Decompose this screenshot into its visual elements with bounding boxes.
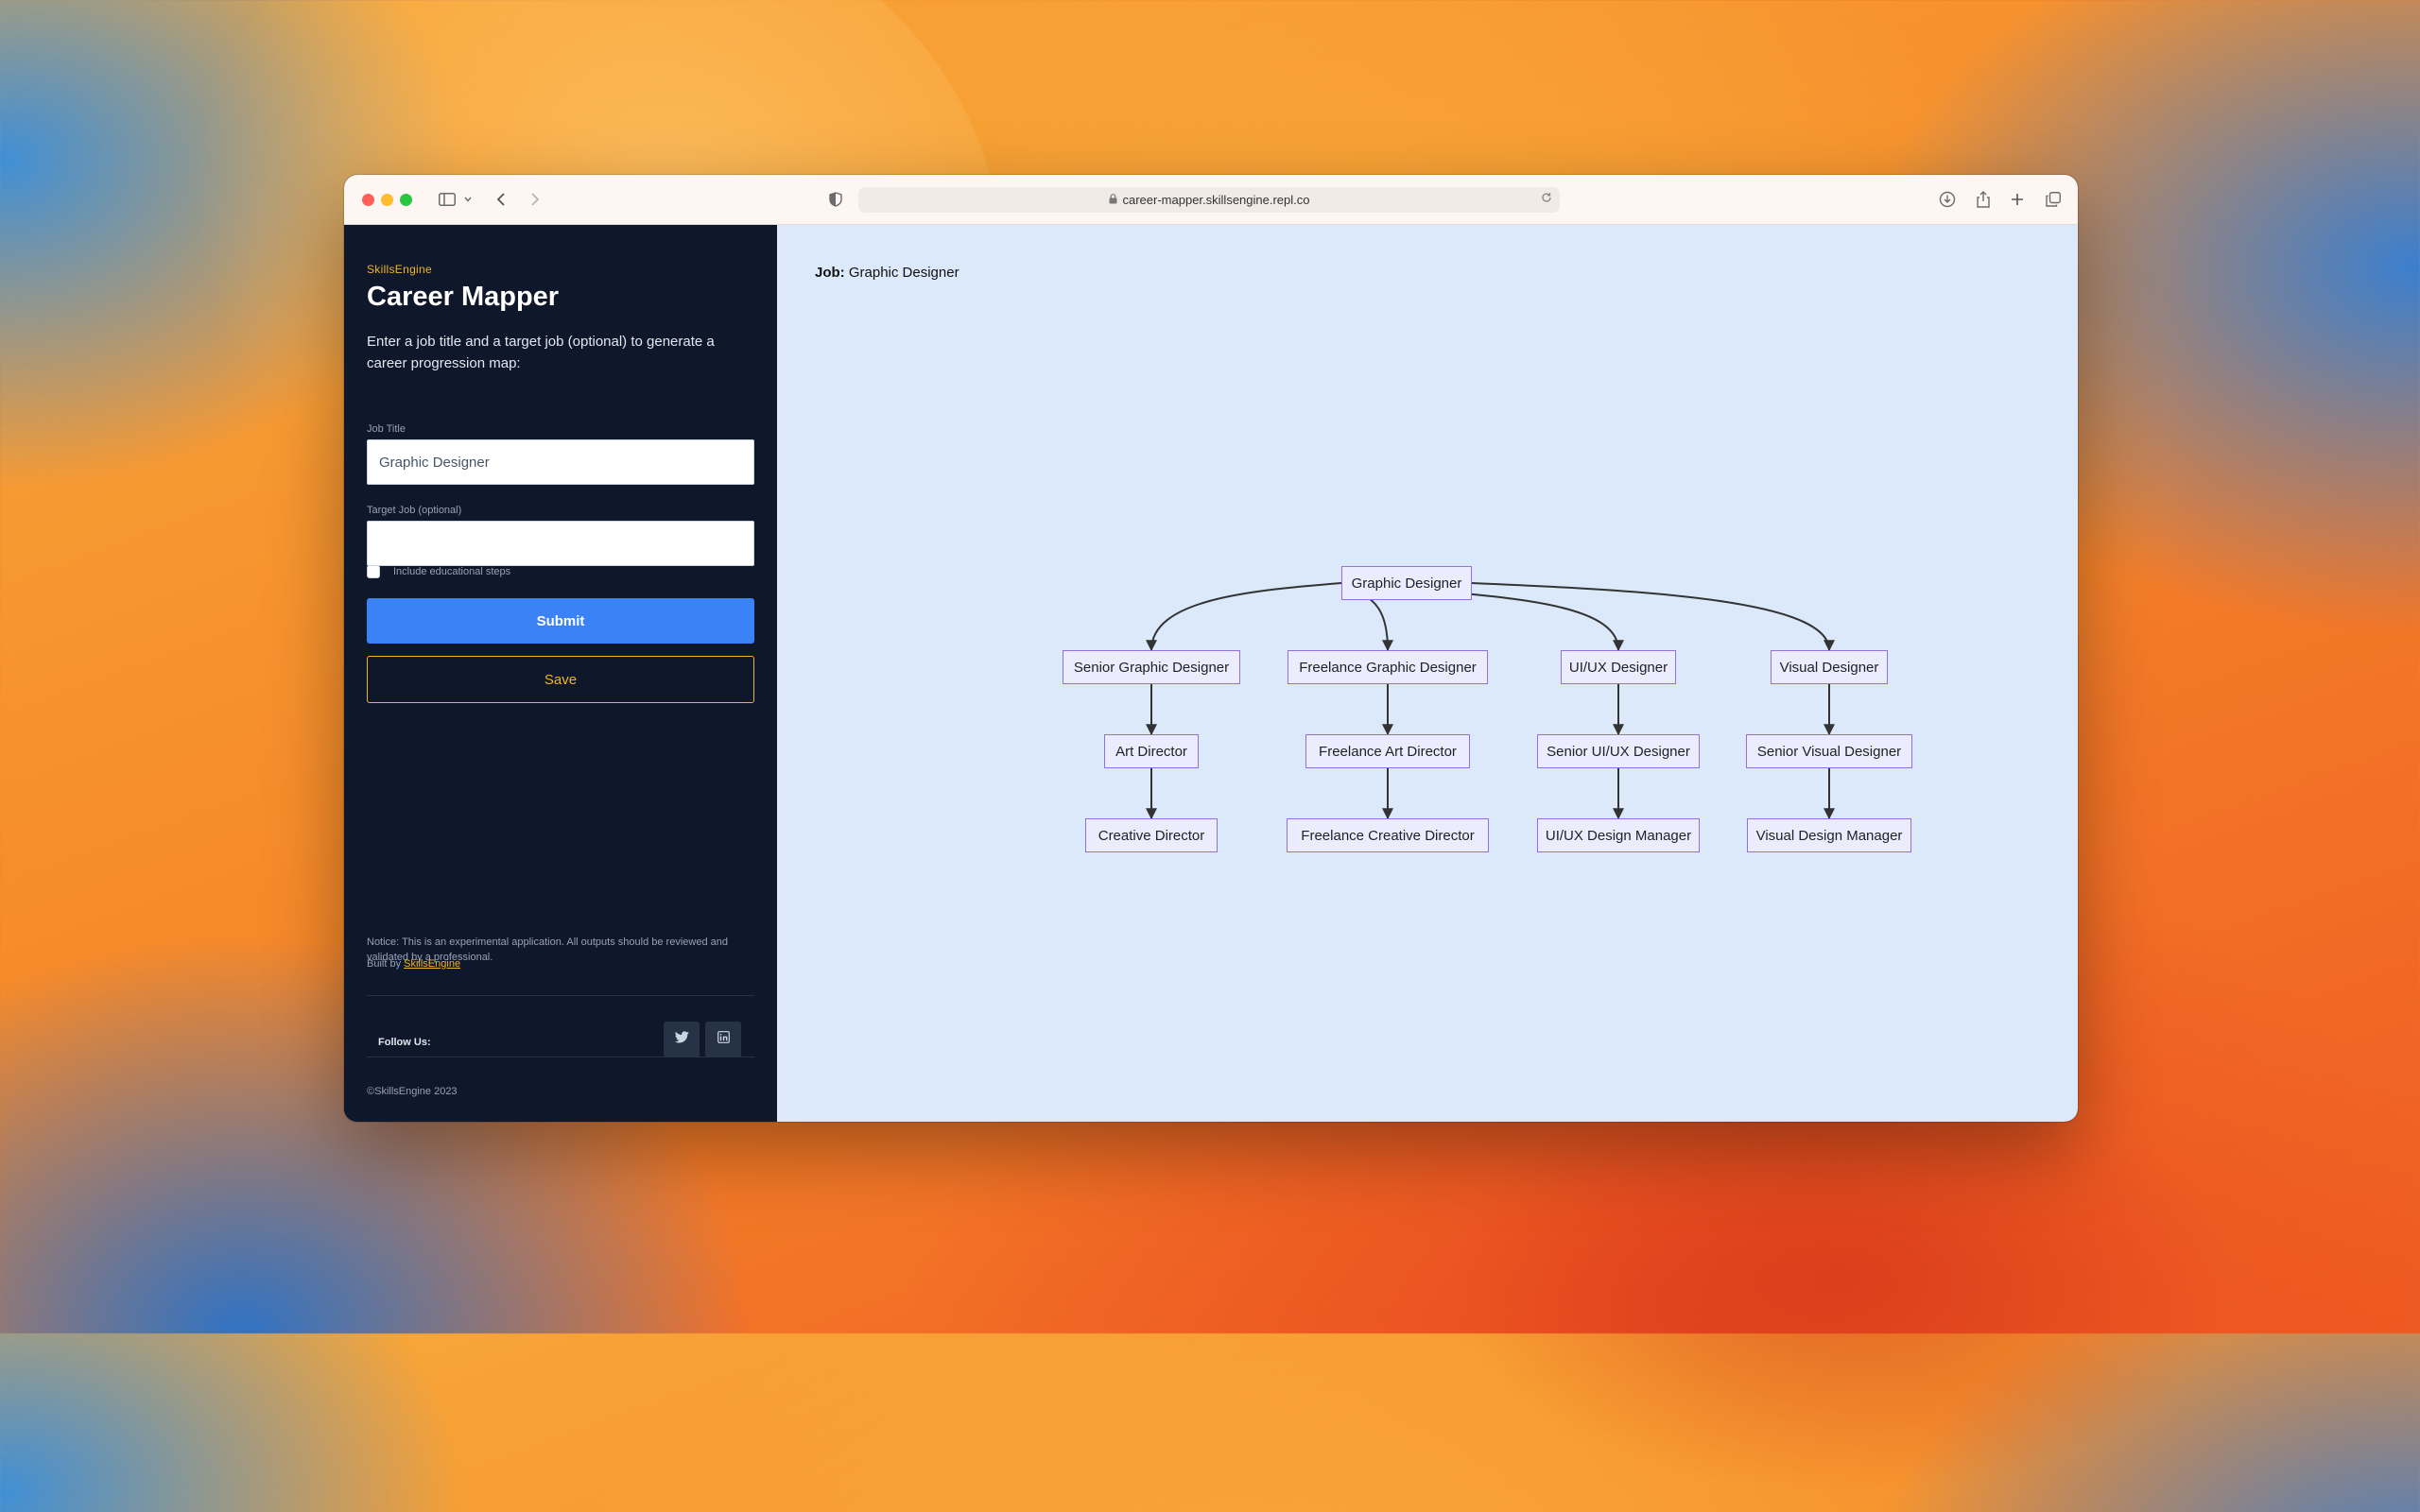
submit-button[interactable]: Submit [367, 598, 754, 644]
downloads-icon[interactable] [1936, 186, 1959, 213]
built-by: Built by SkillsEngine [367, 958, 460, 970]
career-node: Freelance Creative Director [1287, 818, 1489, 852]
job-title-label: Job Title [367, 423, 406, 435]
sidebar-toggle-icon[interactable] [435, 186, 459, 213]
current-job-heading: Job: Graphic Designer [815, 265, 959, 281]
career-node: Art Director [1104, 734, 1199, 768]
linkedin-icon [717, 1031, 730, 1048]
skillsengine-link[interactable]: SkillsEngine [404, 958, 461, 970]
app-title: Career Mapper [367, 282, 560, 312]
career-map-edge [1146, 582, 1342, 652]
follow-us-label: Follow Us: [378, 1037, 431, 1048]
minimize-window-button[interactable] [381, 194, 393, 206]
share-icon[interactable] [1972, 186, 1995, 213]
career-node: Creative Director [1085, 818, 1218, 852]
back-icon[interactable] [492, 186, 510, 213]
chevron-down-icon[interactable] [461, 186, 475, 213]
brand-name: SkillsEngine [367, 263, 432, 276]
target-job-label: Target Job (optional) [367, 505, 462, 516]
reload-icon[interactable] [1541, 192, 1552, 206]
career-map-edges [1146, 582, 1835, 820]
tab-overview-icon[interactable] [2042, 186, 2065, 213]
career-map-edge [1358, 592, 1393, 652]
job-value: Graphic Designer [848, 265, 959, 281]
app-description: Enter a job title and a target job (opti… [367, 334, 715, 371]
job-label: Job: [815, 265, 845, 281]
sidebar: SkillsEngine Career Mapper Enter a job t… [344, 225, 777, 1122]
career-node: Freelance Graphic Designer [1288, 650, 1488, 684]
career-node: Freelance Art Director [1305, 734, 1470, 768]
linkedin-button[interactable] [705, 1022, 741, 1057]
notice-text: Notice: This is an experimental applicat… [367, 936, 728, 963]
forward-icon[interactable] [526, 186, 544, 213]
divider [367, 995, 754, 996]
lock-icon [1109, 193, 1117, 207]
browser-toolbar: career-mapper.skillsengine.repl.co [344, 175, 2078, 225]
target-job-input[interactable] [367, 521, 754, 566]
new-tab-icon[interactable] [2006, 186, 2029, 213]
include-educational-steps-label: Include educational steps [393, 566, 511, 577]
twitter-icon [674, 1031, 689, 1048]
career-node: UI/UX Designer [1561, 650, 1676, 684]
career-map-edge [1453, 592, 1624, 652]
address-bar[interactable]: career-mapper.skillsengine.repl.co [858, 187, 1560, 213]
career-node: UI/UX Design Manager [1537, 818, 1700, 852]
zoom-window-button[interactable] [400, 194, 412, 206]
include-educational-steps-checkbox[interactable] [367, 565, 380, 578]
career-node: Senior Visual Designer [1746, 734, 1912, 768]
job-title-input[interactable] [367, 439, 754, 485]
career-node: Visual Design Manager [1747, 818, 1911, 852]
career-map-edge [1471, 582, 1835, 652]
career-node: Visual Designer [1771, 650, 1888, 684]
browser-window: career-mapper.skillsengine.repl.co Skill… [344, 175, 2078, 1122]
close-window-button[interactable] [362, 194, 374, 206]
copyright-text: ©SkillsEngine 2023 [367, 1086, 458, 1097]
career-node-root: Graphic Designer [1341, 566, 1472, 600]
career-node: Senior UI/UX Designer [1537, 734, 1700, 768]
url-text: career-mapper.skillsengine.repl.co [1122, 193, 1310, 207]
save-button[interactable]: Save [367, 656, 754, 703]
twitter-button[interactable] [664, 1022, 700, 1057]
career-node: Senior Graphic Designer [1063, 650, 1240, 684]
built-by-prefix: Built by [367, 958, 405, 970]
privacy-shield-icon[interactable] [826, 186, 845, 213]
